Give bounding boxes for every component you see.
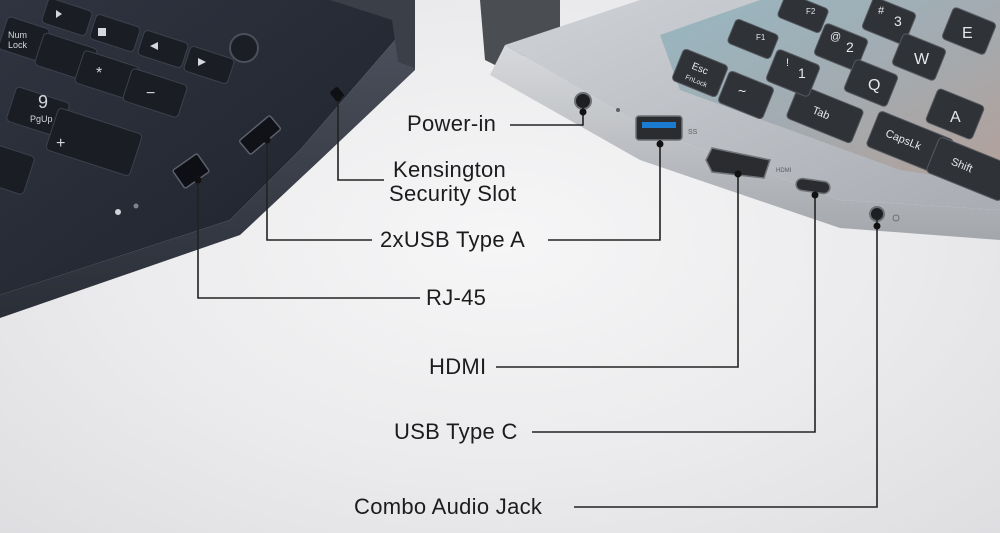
key-minus-label: − (146, 85, 155, 102)
key-top1 (41, 0, 93, 36)
key-q (844, 59, 898, 107)
key-star-label: * (96, 65, 102, 82)
usb-c-port (795, 177, 831, 195)
stop-icon (98, 28, 106, 36)
key-at-label: @ (830, 31, 841, 43)
audio-jack-port (869, 206, 885, 222)
power-button[interactable] (229, 33, 259, 63)
dot-hdmi (734, 170, 742, 178)
key-3-label: 3 (894, 13, 902, 29)
key-tab (786, 84, 864, 144)
leader-kensington (337, 96, 384, 181)
leader-usb-c (532, 192, 816, 433)
key-3 (862, 0, 916, 45)
key-top3 (137, 30, 189, 68)
key-tilde-label: ~ (738, 83, 746, 99)
label-combo-audio-jack: Combo Audio Jack (354, 494, 543, 519)
hdmi-marking: HDMI (776, 168, 792, 174)
dot-kensington (334, 94, 342, 102)
key-w-label: W (914, 51, 930, 68)
ss-marking: SS (688, 129, 698, 136)
label-kensington: Kensington Security Slot (389, 158, 516, 206)
key-left-edge (0, 145, 35, 195)
key-2 (814, 23, 868, 71)
dot-rj45 (194, 176, 202, 184)
key-top2 (89, 14, 141, 52)
headset-icon (892, 214, 900, 222)
key-a (925, 88, 985, 140)
key-hash-label: # (878, 5, 885, 17)
key-lock-label: Lock (8, 40, 28, 50)
led-indicator-2 (133, 203, 139, 209)
key-f1-label: F1 (756, 33, 766, 42)
dot-power-in (579, 108, 587, 116)
key-f2 (777, 0, 829, 33)
key-pgup-label: PgUp (30, 114, 53, 124)
leader-usb-a-left (266, 138, 372, 241)
leader-dots (194, 94, 881, 230)
led-indicator (115, 209, 121, 215)
label-usb-type-c: USB Type C (394, 419, 518, 444)
key-excl-label: ! (786, 57, 789, 69)
dot-usb-c (811, 191, 819, 199)
key-q-label: Q (868, 77, 880, 94)
key-plus (45, 108, 143, 176)
dot-usb-a-left (263, 136, 271, 144)
key-2-label: 2 (846, 39, 854, 55)
leader-rj45 (197, 176, 420, 299)
key-9-label: 9 (38, 92, 48, 112)
silver-laptop-side-edge (490, 45, 1000, 240)
key-w (892, 33, 946, 81)
silver-laptop: Esc FnLock ~ Tab CapsLk Shift F1 F2 1 ! … (480, 0, 1000, 240)
key-1 (766, 49, 820, 97)
label-rj45: RJ-45 (426, 285, 487, 310)
key-e (942, 7, 996, 55)
dot-audio (873, 222, 881, 230)
power-led (616, 108, 620, 112)
prev-track-icon (150, 42, 158, 50)
key-top4 (183, 46, 235, 84)
usb-a-port-right-tongue (642, 122, 676, 128)
key-f1 (727, 19, 779, 59)
leader-usb-a-right (548, 140, 661, 241)
label-kensington-line2: Security Slot (389, 181, 517, 206)
key-minus (122, 68, 188, 118)
media-key-glyphs (56, 10, 206, 66)
leader-hdmi (496, 170, 739, 368)
key-num-label: Num (8, 30, 27, 40)
key-esc (672, 48, 728, 98)
silver-laptop-hinge (480, 0, 560, 70)
label-kensington-line1: Kensington (393, 157, 507, 182)
label-usb-type-a: 2xUSB Type A (380, 227, 526, 252)
leader-lines (197, 96, 878, 508)
play-pause-icon (56, 10, 62, 18)
label-hdmi: HDMI (429, 354, 487, 379)
leader-audio (574, 220, 878, 508)
key-plus-label: + (56, 135, 65, 152)
key-f2-label: F2 (806, 7, 816, 16)
dark-laptop-hinge (330, 0, 415, 68)
next-track-icon (198, 58, 206, 66)
key-1-label: 1 (798, 65, 806, 81)
dark-laptop: Num Lock 9 PgUp + * − (0, 0, 415, 318)
key-shift (926, 137, 1000, 201)
dark-laptop-side-edge (0, 40, 415, 318)
key-a-label: A (950, 109, 961, 126)
label-power-in: Power-in (407, 111, 497, 136)
dot-usb-a-right (656, 140, 664, 148)
key-e-label: E (962, 25, 973, 42)
key-tilde (718, 70, 774, 120)
